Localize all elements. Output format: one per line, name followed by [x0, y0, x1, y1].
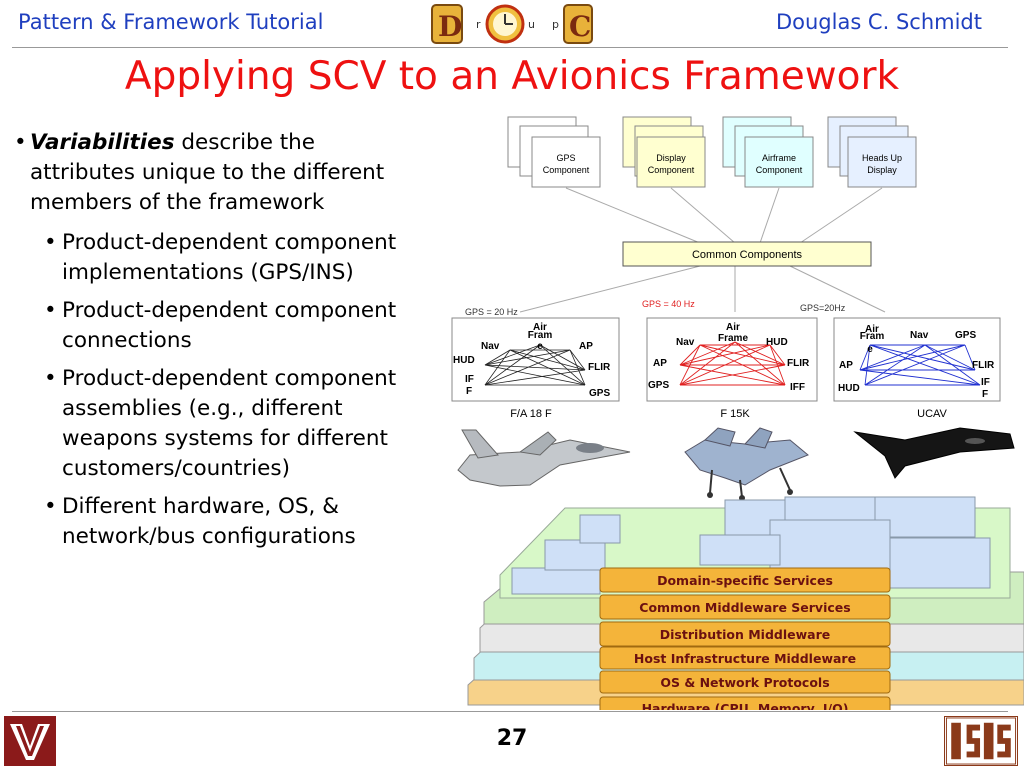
- logo-letter-u: u: [528, 18, 535, 31]
- f18-hud: HUD: [453, 355, 475, 366]
- f15-hud: HUD: [766, 337, 788, 348]
- component-display-line1: Display: [656, 153, 686, 163]
- doc-group-logo: D r u p C: [431, 4, 593, 44]
- layer-domain-specific: Domain-specific Services: [657, 573, 833, 588]
- component-hud-line1: Heads Up: [862, 153, 902, 163]
- bullet-dot: •: [14, 130, 27, 155]
- vanderbilt-logo: [4, 716, 56, 766]
- bullet-dot: •: [44, 298, 57, 323]
- layer-distribution-middleware: Distribution Middleware: [660, 627, 830, 642]
- f15-name: F 15K: [720, 408, 750, 420]
- config-panel-ucav: Air Fram e Nav GPS AP FLIR HUD IF F: [833, 317, 1001, 402]
- ucav-aircraft-icon: [853, 427, 1015, 479]
- f15-nav: Nav: [676, 337, 695, 348]
- logo-letter-p: p: [552, 18, 559, 31]
- common-components-label: Common Components: [692, 249, 803, 261]
- f18-name: F/A 18 F: [510, 408, 552, 420]
- f18-air2: Fram: [528, 330, 553, 341]
- component-connectors: [519, 187, 886, 313]
- f18-ap: AP: [579, 341, 593, 352]
- footer-divider: [12, 711, 1008, 712]
- f15-flir: FLIR: [787, 358, 810, 369]
- bullet-dot: •: [44, 494, 57, 519]
- logo-letter-d: D: [438, 10, 462, 43]
- sub-bullet: • Product-dependent component connection…: [14, 296, 424, 356]
- f18-if1: IF: [465, 374, 474, 385]
- component-heads-up-display: Heads Up Display: [827, 116, 917, 188]
- component-airframe-line1: Airframe: [762, 153, 796, 163]
- component-gps: GPS Component: [507, 116, 601, 188]
- f18-gps: GPS: [589, 388, 610, 399]
- bullet-list: • Variabilities describe the attributes …: [14, 128, 424, 560]
- ucav-hud: HUD: [838, 383, 860, 394]
- ucav-air1: Air: [865, 324, 879, 335]
- bullet-dot: •: [44, 230, 57, 255]
- header-divider: [12, 47, 1008, 48]
- component-gps-line1: GPS: [556, 153, 575, 163]
- f18-if2: F: [466, 386, 472, 397]
- component-airframe-line2: Component: [756, 165, 803, 175]
- sub-bullet-text: Product-dependent component assemblies (…: [62, 366, 397, 481]
- common-components-box: [622, 241, 872, 267]
- layer-os-network: OS & Network Protocols: [660, 675, 829, 690]
- sub-bullet: • Different hardware, OS, & network/bus …: [14, 492, 424, 552]
- sub-bullet: • Product-dependent component implementa…: [14, 228, 424, 288]
- sub-bullet-text: Product-dependent component implementati…: [62, 230, 397, 285]
- component-gps-line2: Component: [543, 165, 590, 175]
- component-display: Display Component: [622, 116, 706, 188]
- bullet-dot: •: [44, 366, 57, 391]
- ucav-if2: F: [982, 389, 988, 400]
- ucav-air2: Fram: [860, 331, 885, 342]
- f15-air2: Frame: [718, 333, 748, 344]
- config-panel-f18: Air Fram e Nav AP HUD FLIR IF F GPS: [451, 317, 620, 402]
- component-display-line2: Component: [648, 165, 695, 175]
- component-airframe: Airframe Component: [722, 116, 814, 188]
- sub-bullet-text: Product-dependent component connections: [62, 298, 397, 353]
- f18-aircraft-icon: [457, 429, 631, 487]
- layer-labels: Domain-specific Services Common Middlewa…: [599, 567, 891, 710]
- f15-aircraft-icon: [684, 427, 809, 501]
- ucav-gps: GPS: [955, 330, 976, 341]
- bullet-main-text: describe the attributes unique to the di…: [30, 130, 385, 215]
- isis-logo: [944, 716, 1018, 766]
- ucav-air3: e: [867, 344, 873, 355]
- bullet-main: • Variabilities describe the attributes …: [14, 128, 424, 218]
- slide-title: Applying SCV to an Avionics Framework: [124, 54, 900, 99]
- config-panel-f15: Air Frame Nav HUD AP FLIR GPS IFF: [646, 317, 818, 402]
- rate-right: GPS=20Hz: [800, 303, 846, 313]
- header-author: Douglas C. Schmidt: [775, 10, 982, 34]
- sub-bullet-text: Different hardware, OS, & network/bus co…: [62, 494, 356, 549]
- bullet-main-bold: Variabilities: [30, 130, 175, 155]
- layer-common-middleware: Common Middleware Services: [639, 600, 850, 615]
- ucav-flir: FLIR: [972, 360, 995, 371]
- f15-ap: AP: [653, 358, 667, 369]
- f15-gps: GPS: [648, 380, 669, 391]
- ucav-nav: Nav: [910, 330, 929, 341]
- logo-letter-c: C: [569, 10, 591, 43]
- sub-bullet: • Product-dependent component assemblies…: [14, 364, 424, 484]
- avionics-diagram: GPS Component Display Component Airframe…: [451, 116, 1024, 710]
- f18-flir: FLIR: [588, 362, 611, 373]
- f18-air1: Air: [533, 322, 547, 333]
- logo-letter-r: r: [476, 18, 481, 31]
- rate-mid: GPS = 40 Hz: [642, 299, 695, 309]
- page-number: 27: [496, 726, 528, 751]
- ucav-name: UCAV: [917, 408, 947, 420]
- component-hud-line2: Display: [867, 165, 897, 175]
- ucav-if1: IF: [981, 377, 990, 388]
- layer-hardware: Hardware (CPU, Memory, I/O): [642, 701, 849, 710]
- f15-air1: Air: [726, 322, 740, 333]
- layer-host-infrastructure: Host Infrastructure Middleware: [634, 651, 856, 666]
- rate-left: GPS = 20 Hz: [465, 307, 518, 317]
- f18-nav: Nav: [481, 341, 500, 352]
- header-left-title: Pattern & Framework Tutorial: [18, 10, 324, 34]
- f18-air3: e: [537, 341, 543, 352]
- ucav-ap: AP: [839, 360, 853, 371]
- f15-iff: IFF: [790, 382, 805, 393]
